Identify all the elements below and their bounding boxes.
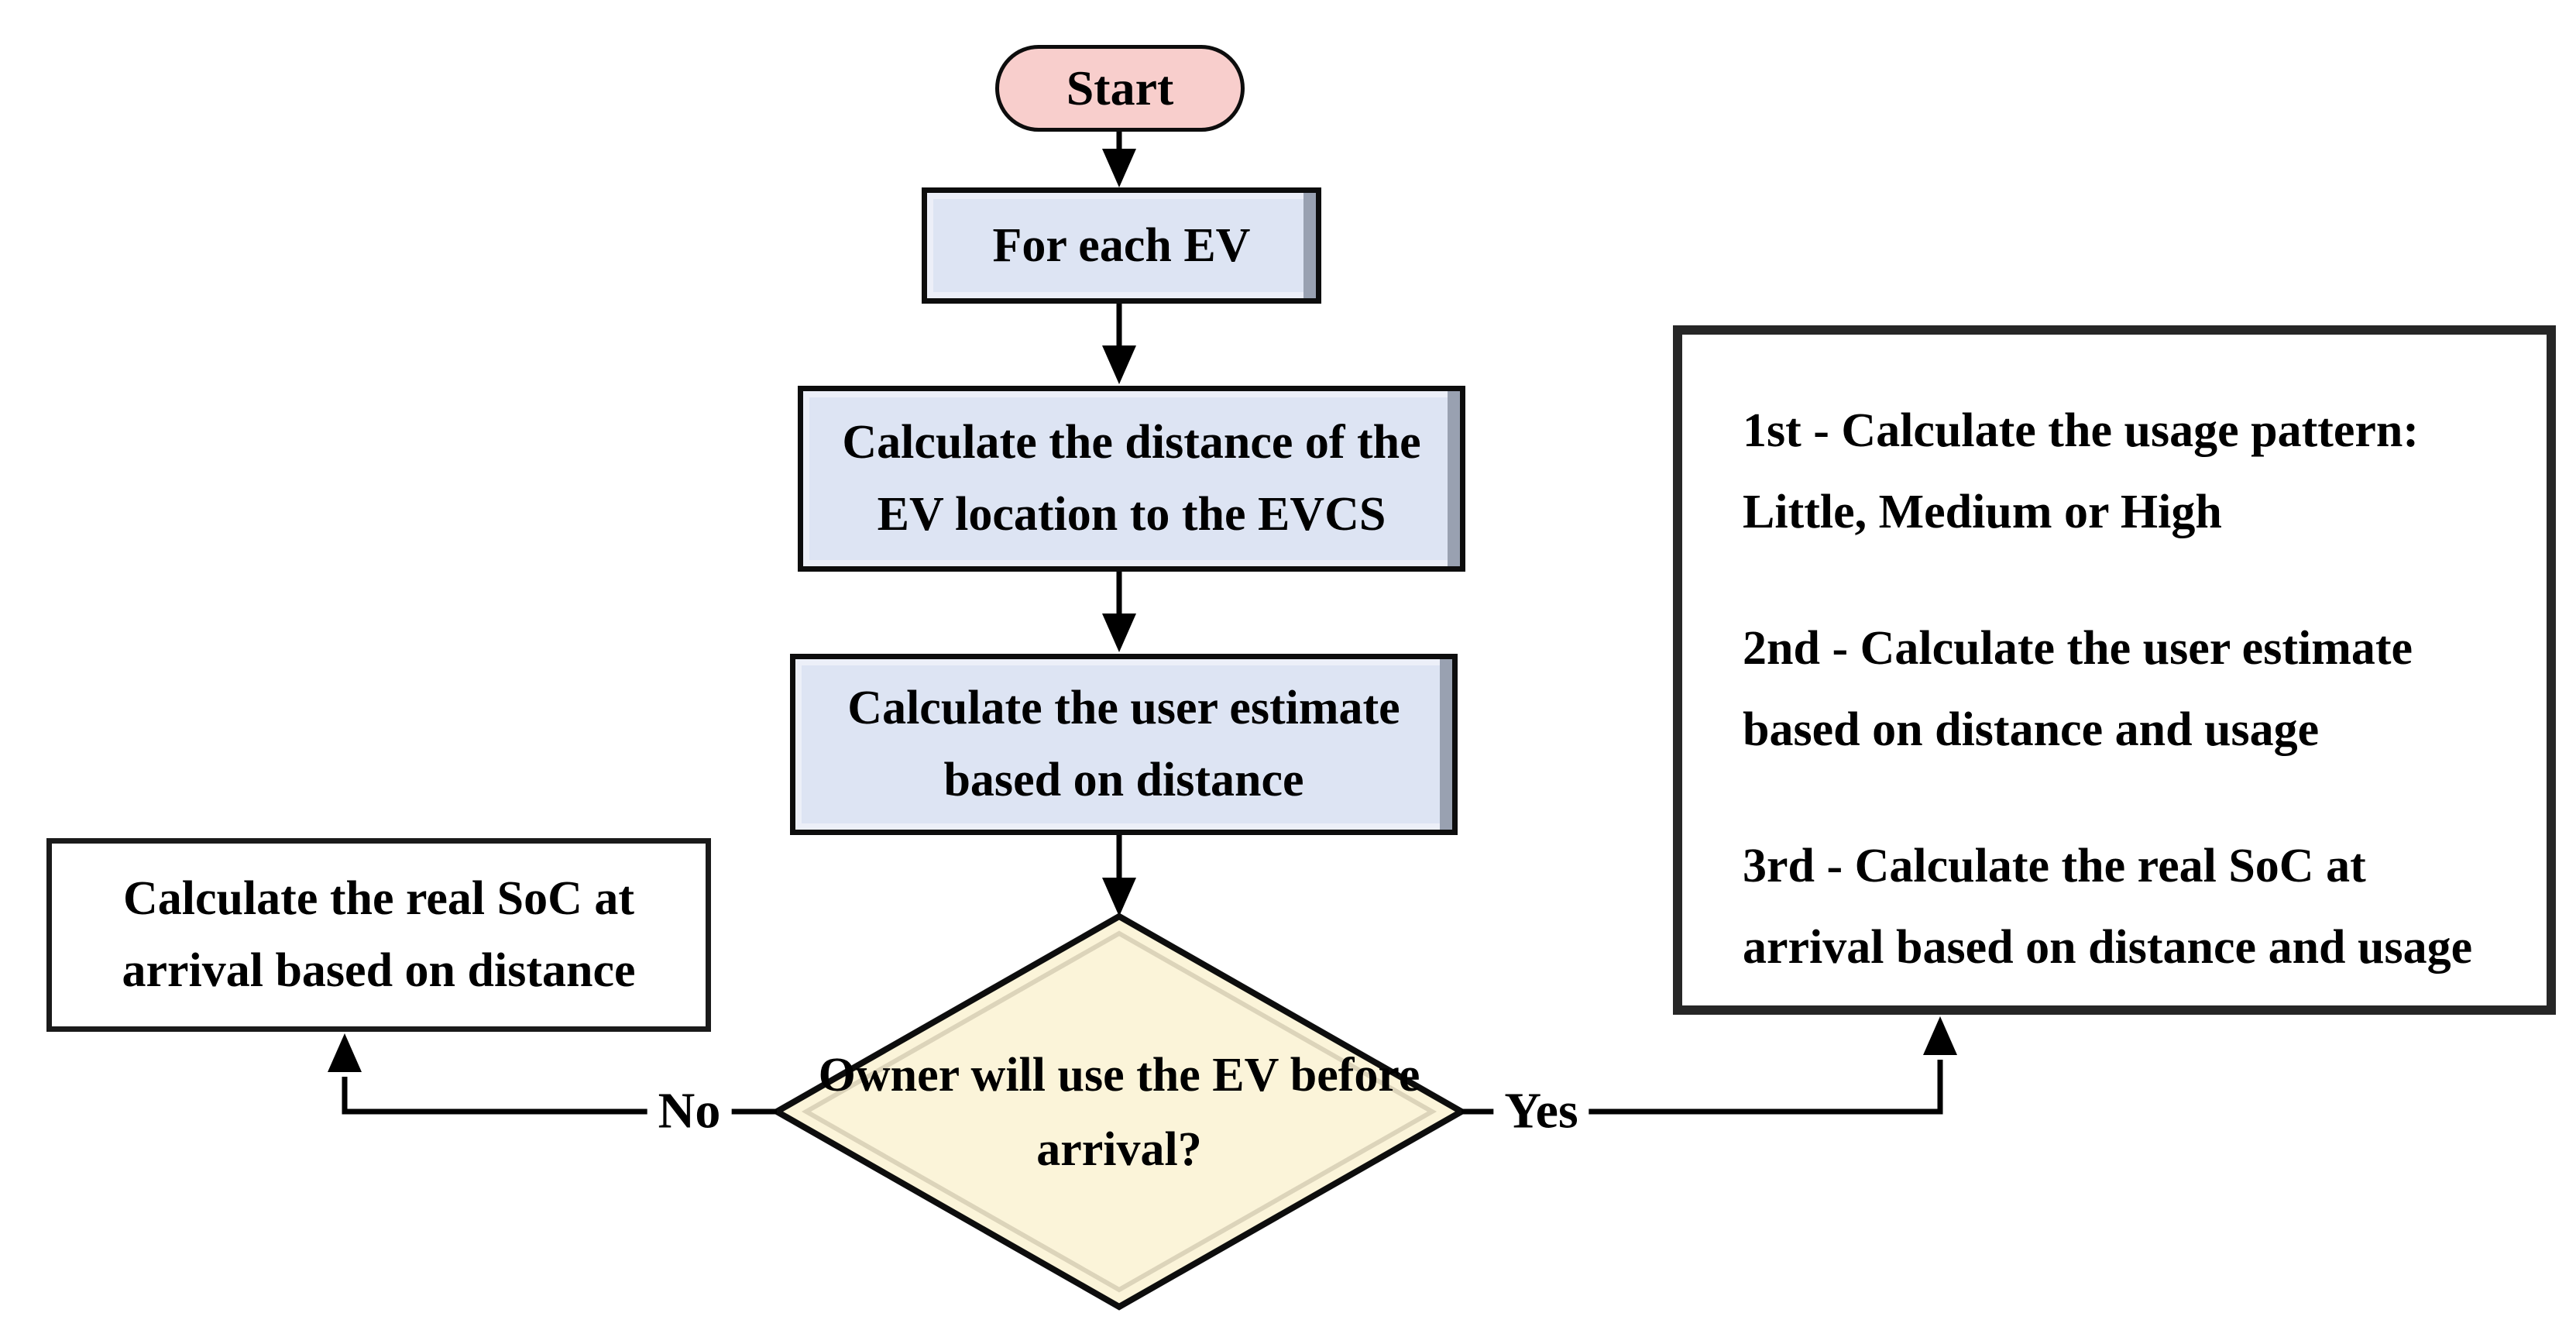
process-calc-user-estimate: Calculate the user estimate based on dis…	[790, 654, 1458, 835]
decision-line2: the EV before arrival?	[1036, 1049, 1420, 1177]
decision-owner-will-use: Owner will use the EV before arrival?	[809, 1038, 1429, 1187]
process-calc-distance-line2: EV location to the EVCS	[877, 488, 1386, 541]
note-step-2: 2nd - Calculate the user estimate based …	[1743, 608, 2516, 772]
start-label: Start	[1066, 60, 1174, 115]
note-step-3: 3rd - Calculate the real SoC at arrival …	[1743, 826, 2516, 989]
arrowhead-yes	[1923, 1016, 1957, 1055]
process-calc-distance-line1: Calculate the distance of the	[842, 416, 1421, 469]
arrowhead-start-foreach	[1102, 149, 1136, 187]
edge-label-no: No	[647, 1083, 732, 1140]
process-calc-real-soc: Calculate the real SoC at arrival based …	[46, 838, 711, 1032]
process-calc-real-soc-line2: arrival based on distance	[122, 944, 636, 997]
process-calc-user-estimate-line2: based on distance	[943, 754, 1304, 806]
note-step-1-line1: 1st - Calculate the usage pattern:	[1743, 404, 2420, 457]
arrowhead-distance-estimate	[1102, 614, 1136, 652]
process-calc-distance: Calculate the distance of the EV locatio…	[798, 386, 1465, 572]
arrowhead-no	[328, 1033, 362, 1072]
flow-line-no	[342, 1077, 777, 1115]
note-step-3-line2: arrival based on distance and usage	[1743, 920, 2473, 974]
flow-line-yes	[1461, 1060, 1943, 1115]
process-for-each-ev-label: For each EV	[992, 218, 1251, 272]
start-node: Start	[995, 45, 1245, 132]
note-step-3-line1: 3rd - Calculate the real SoC at	[1743, 839, 2366, 892]
process-calc-user-estimate-line1: Calculate the user estimate	[847, 682, 1400, 734]
decision-diamond-shape	[770, 913, 1468, 1311]
note-step-1-line2: Little, Medium or High	[1743, 486, 2222, 539]
note-step-2-line1: 2nd - Calculate the user estimate	[1743, 621, 2413, 675]
process-for-each-ev: For each EV	[922, 187, 1321, 304]
arrowhead-foreach-distance	[1102, 345, 1136, 384]
note-step-1: 1st - Calculate the usage pattern: Littl…	[1743, 390, 2516, 554]
decision-diamond-bevel	[801, 930, 1437, 1293]
note-step-2-line2: based on distance and usage	[1743, 703, 2320, 757]
arrowhead-estimate-decision	[1102, 878, 1136, 916]
decision-line1: Owner will use	[818, 1049, 1125, 1102]
edge-label-yes: Yes	[1493, 1083, 1589, 1140]
note-usage-steps: 1st - Calculate the usage pattern: Littl…	[1673, 325, 2556, 1015]
process-calc-real-soc-line1: Calculate the real SoC at	[122, 872, 635, 925]
